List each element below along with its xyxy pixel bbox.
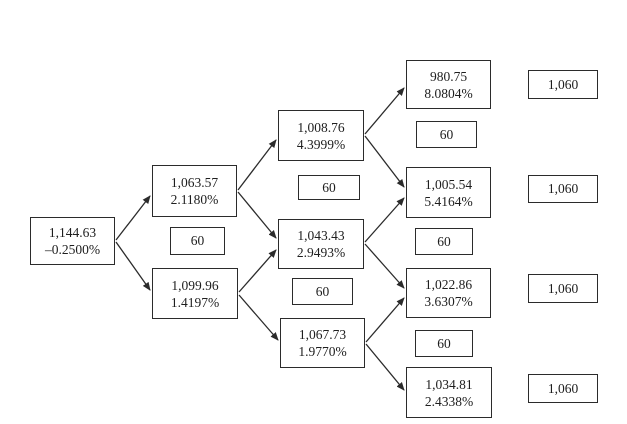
payoff-box-3: 1,060	[528, 274, 598, 303]
node-value: 1,043.43	[297, 228, 345, 243]
node-rate: 2.1180%	[170, 192, 219, 207]
arrow-t1dn-t2ud	[238, 249, 277, 293]
node-value: 1,034.81	[425, 376, 473, 392]
node-rate: –0.2500%	[44, 242, 101, 257]
tree-node-t2-ud: 1,043.43 2.9493%	[278, 219, 364, 269]
arrow-t0-t1up	[115, 195, 151, 241]
arrow-t2ud-t3udd	[364, 243, 405, 289]
tree-node-t2-dd: 1,067.73 1.9770%	[280, 318, 365, 368]
node-value: 1,008.76	[297, 119, 345, 135]
tree-node-t3-uuu: 980.75 8.0804%	[406, 60, 491, 109]
node-rate: 3.6307%	[424, 294, 473, 309]
node-rate: 5.4164%	[424, 193, 473, 209]
coupon-box-t2-lower: 60	[292, 278, 353, 305]
tree-node-t2-uu: 1,008.76 4.3999%	[278, 110, 364, 161]
arrow-t2uu-t3uud	[364, 135, 405, 188]
tree-node-t3-uud: 1,005.54 5.4164%	[406, 167, 491, 218]
node-value: 1,067.73	[298, 327, 347, 342]
arrow-t2dd-t3udd	[365, 297, 405, 343]
arrow-t1up-t2ud	[237, 191, 277, 239]
node-value: 1,099.96	[171, 277, 219, 293]
tree-node-t1-up: 1,063.57 2.1180%	[152, 165, 237, 217]
arrow-t2dd-t3ddd	[365, 343, 405, 391]
arrow-t2ud-t3uud	[364, 197, 405, 243]
node-rate: 1.9770%	[298, 344, 347, 359]
node-rate: 8.0804%	[424, 85, 473, 101]
node-value: 1,144.63	[48, 225, 97, 240]
arrow-t1dn-t2dd	[238, 294, 279, 341]
arrow-t2uu-t3uuu	[364, 87, 405, 135]
node-value: 1,005.54	[424, 176, 473, 192]
coupon-box-t3-1: 60	[416, 121, 477, 148]
node-value: 980.75	[429, 68, 468, 84]
tree-node-t3-udd: 1,022.86 3.6307%	[406, 268, 491, 318]
node-value: 1,022.86	[424, 277, 473, 292]
node-value: 1,063.57	[170, 175, 219, 190]
tree-node-t1-dn: 1,099.96 1.4197%	[152, 268, 238, 319]
payoff-box-4: 1,060	[528, 374, 598, 403]
node-rate: 2.9493%	[296, 245, 346, 260]
payoff-box-1: 1,060	[528, 70, 598, 99]
node-rate: 1.4197%	[170, 294, 220, 310]
node-rate: 4.3999%	[296, 136, 346, 152]
coupon-box-t1: 60	[170, 227, 225, 255]
coupon-box-t2-upper: 60	[298, 175, 360, 200]
arrow-t0-t1dn	[115, 241, 151, 291]
tree-node-t0: 1,144.63 –0.2500%	[30, 217, 115, 265]
coupon-box-t3-2: 60	[415, 228, 473, 255]
arrow-t1up-t2uu	[237, 139, 277, 191]
payoff-box-2: 1,060	[528, 175, 598, 203]
tree-node-t3-ddd: 1,034.81 2.4338%	[406, 367, 492, 418]
coupon-box-t3-3: 60	[415, 330, 473, 357]
node-rate: 2.4338%	[424, 393, 474, 409]
